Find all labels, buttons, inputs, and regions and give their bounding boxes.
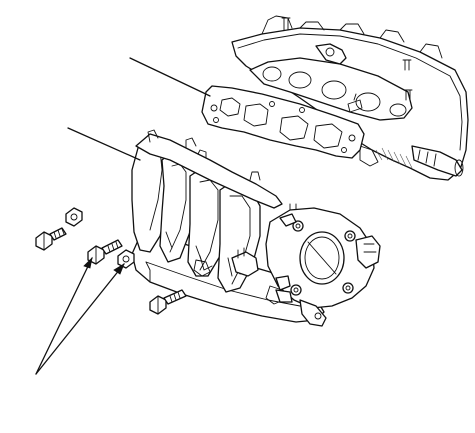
fastener-leader-b xyxy=(35,263,125,375)
manifold-leader xyxy=(67,127,141,161)
bolt-center xyxy=(87,239,123,265)
gasket-leader xyxy=(129,57,211,97)
gasket-stud xyxy=(347,93,363,113)
cylinder-head xyxy=(231,15,469,181)
nut-left xyxy=(65,207,83,227)
bolt-left xyxy=(35,227,67,251)
throttle-body xyxy=(231,207,381,327)
fastener-leader-a-arrowhead xyxy=(83,256,93,269)
bolt-lower xyxy=(149,289,187,315)
fastener-leader-b-arrowhead xyxy=(113,263,125,275)
fastener-leader-a xyxy=(35,257,93,375)
intake-gasket xyxy=(201,85,365,159)
intake-manifold xyxy=(131,129,325,323)
nut-center xyxy=(117,249,135,269)
